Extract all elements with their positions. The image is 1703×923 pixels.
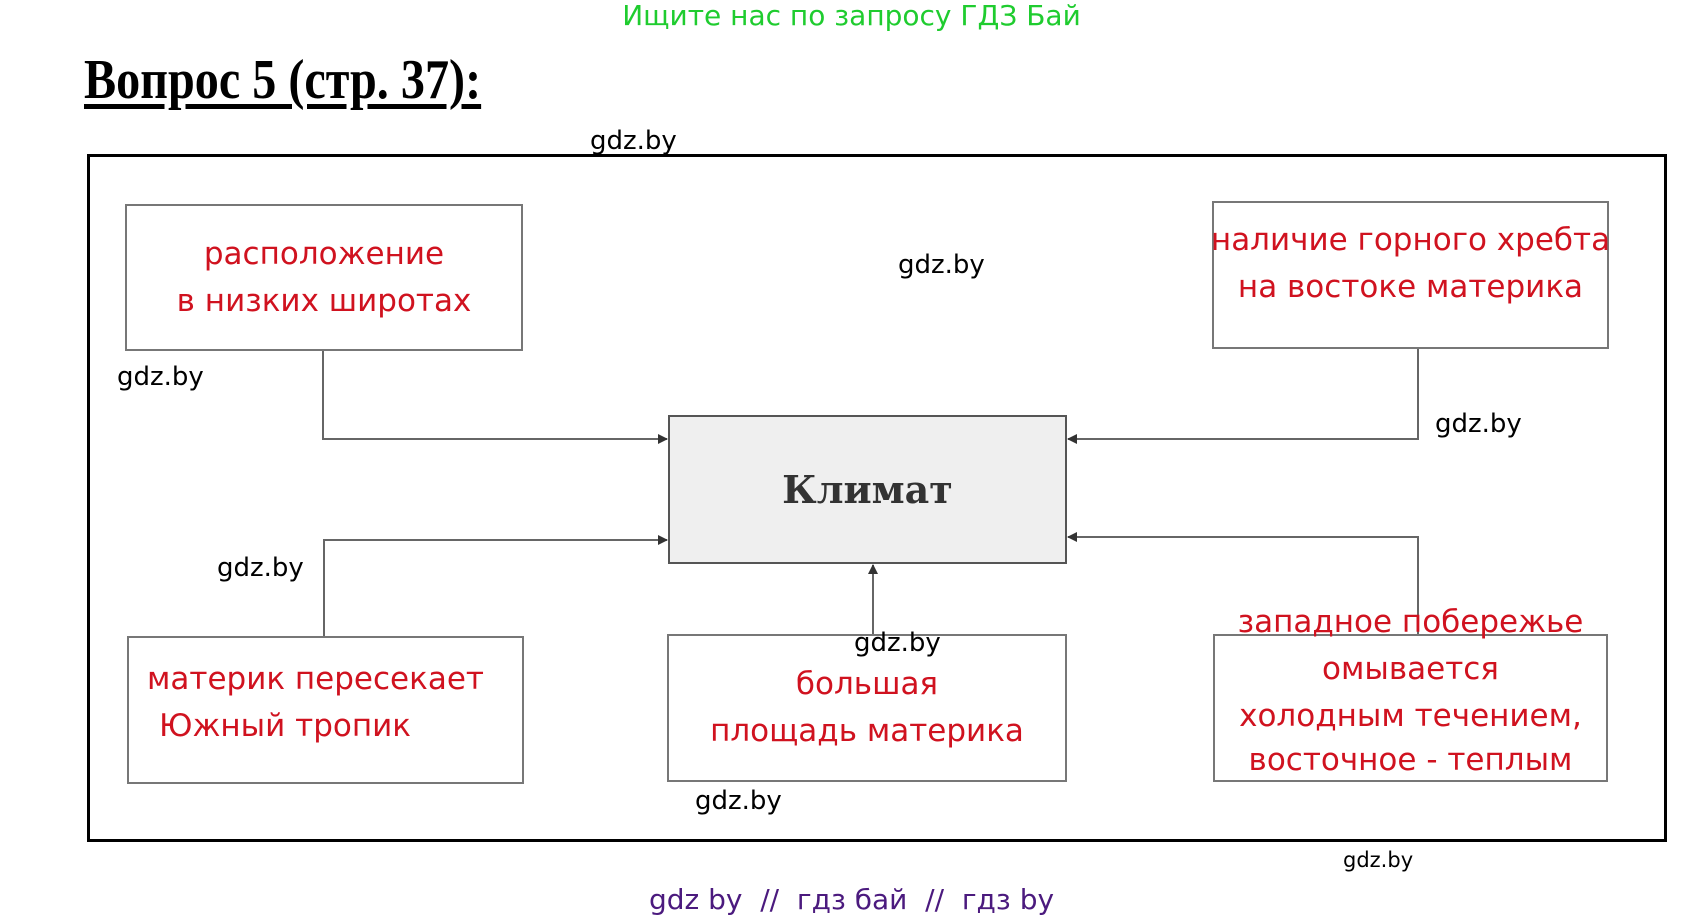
factor-line: омывается	[1322, 651, 1499, 687]
watermark: gdz.by	[1343, 848, 1414, 872]
watermark: gdz.by	[117, 362, 204, 392]
factor-line: восточное - теплым	[1248, 742, 1573, 778]
watermark: gdz.by	[1435, 409, 1522, 439]
footer-watermark: gdz by // гдз бай // гдз by	[648, 883, 1055, 916]
factor-line: материк пересекает	[147, 661, 484, 697]
question-title: Вопрос 5 (стр. 37):	[84, 49, 482, 111]
factor-line: большая	[795, 666, 939, 702]
factor-line: в низких широтах	[176, 282, 472, 319]
diagram-frame	[87, 154, 1667, 842]
factor-box-top-right: наличие горного хребта на востоке матери…	[1210, 201, 1611, 349]
factor-box-bottom-left: материк пересекает Южный тропик	[127, 636, 524, 784]
factor-line: наличие горного хребта	[1210, 222, 1611, 258]
watermark: gdz.by	[217, 553, 304, 583]
factor-line: расположение	[203, 235, 445, 272]
factor-box-bottom-center: большая площадь материка	[667, 634, 1067, 782]
center-node-label: Климат	[782, 467, 953, 512]
search-hint-banner: Ищите нас по запросу ГДЗ Бай	[622, 0, 1081, 32]
watermark: gdz.by	[590, 126, 677, 156]
factor-box-bottom-right: западное побережье омывается холодным те…	[1213, 604, 1608, 782]
factor-line: Южный тропик	[159, 708, 411, 744]
watermark: gdz.by	[898, 250, 985, 280]
watermark: gdz.by	[854, 628, 941, 658]
center-node-climate: Климат	[668, 415, 1067, 564]
factor-line: холодным течением,	[1239, 698, 1582, 734]
factor-line: площадь материка	[710, 713, 1024, 749]
factor-line: на востоке материка	[1237, 269, 1584, 305]
watermark: gdz.by	[695, 786, 782, 816]
factor-box-top-left: расположение в низких широтах	[125, 204, 523, 351]
factor-line: западное побережье	[1237, 604, 1584, 640]
